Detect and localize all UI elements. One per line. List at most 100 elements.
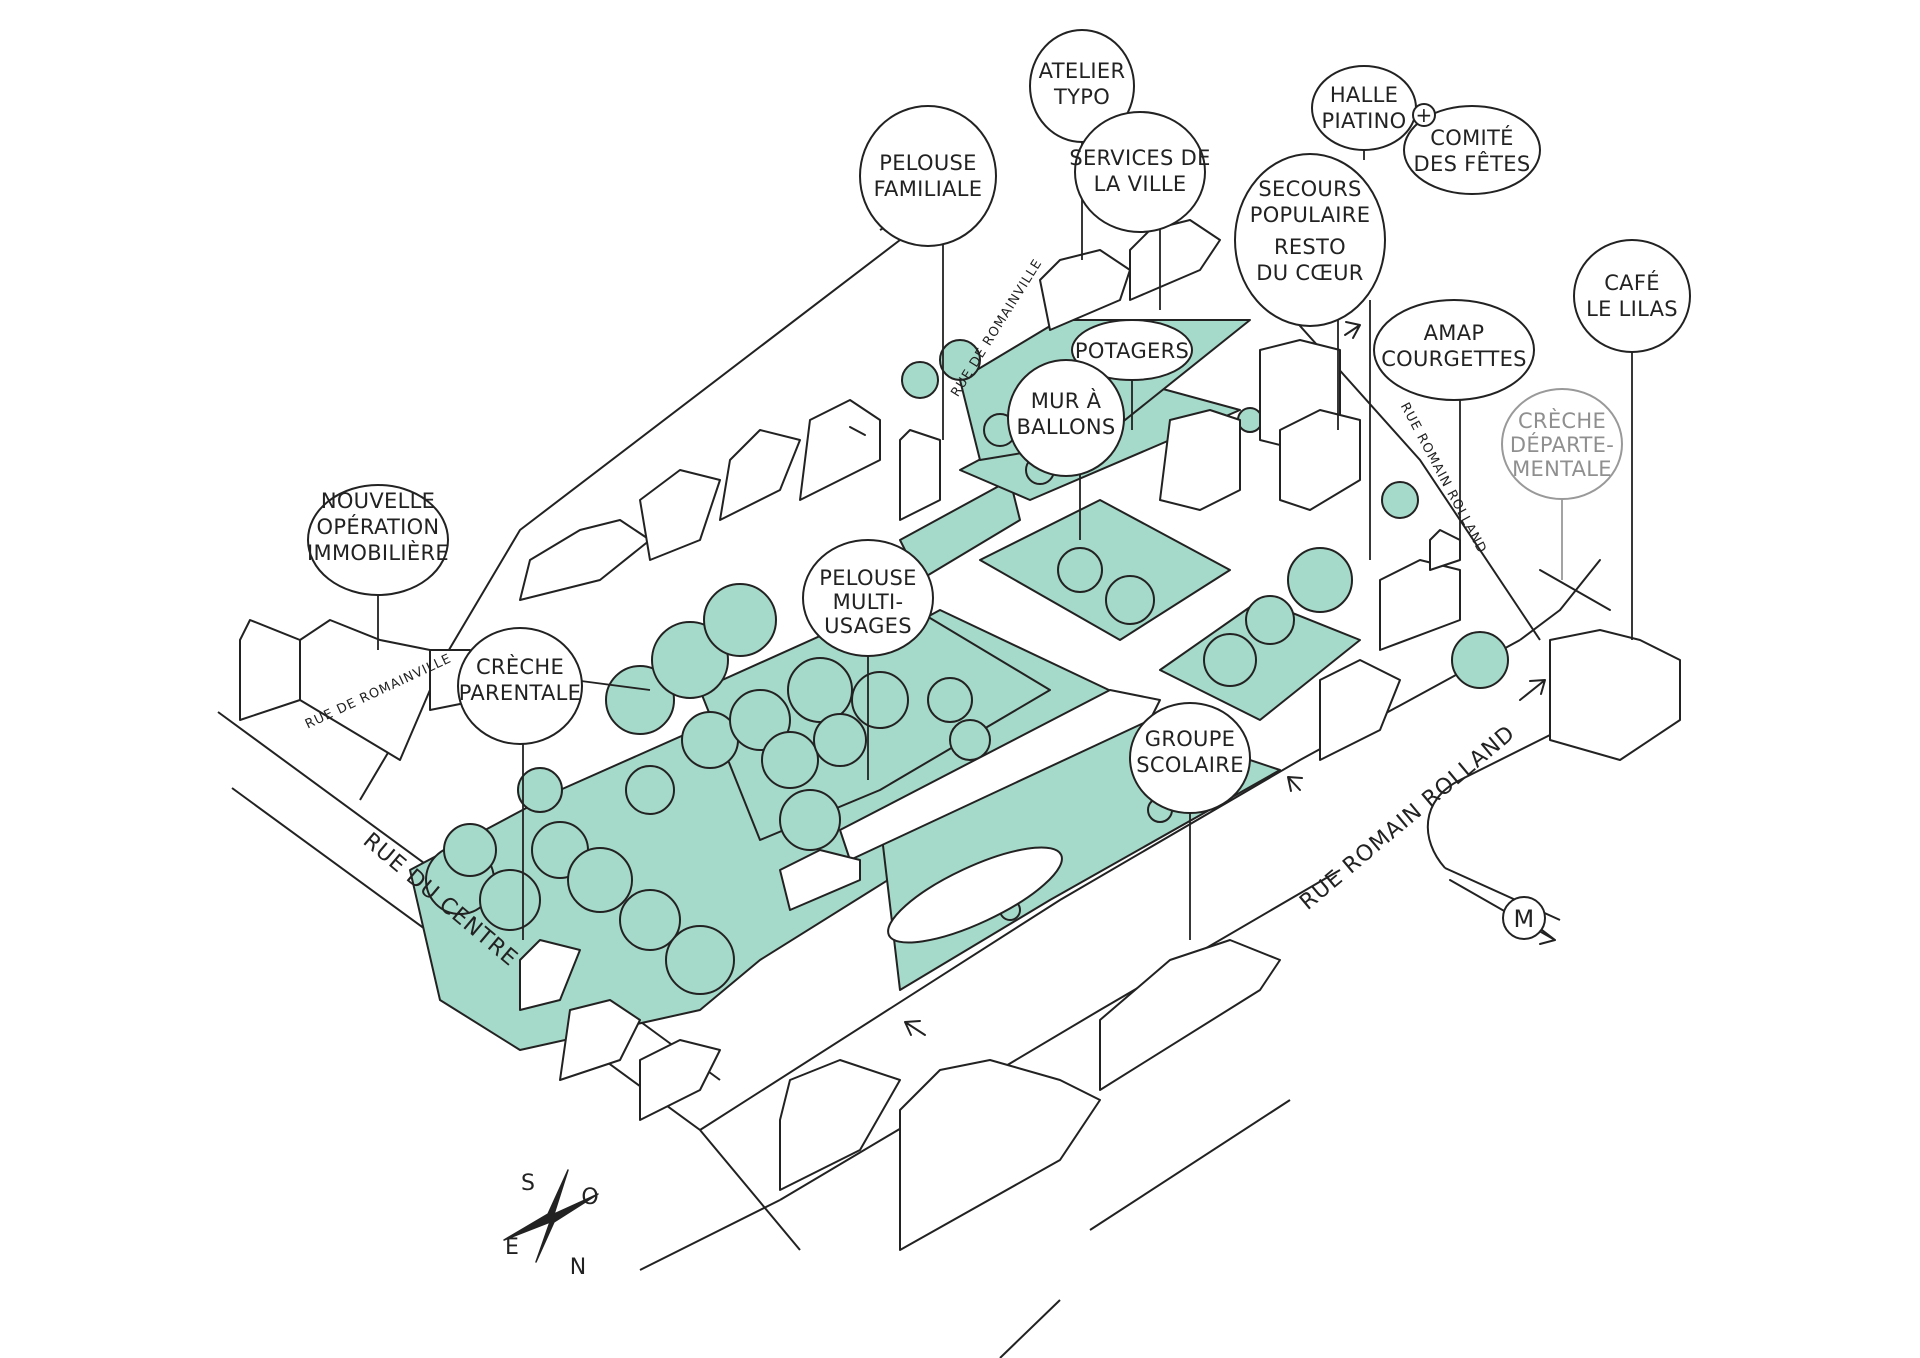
pelouse-multi-line2: MULTI- <box>833 590 904 614</box>
compass-s: S <box>521 1171 535 1196</box>
callout-groupe-scolaire: GROUPE SCOLAIRE <box>1129 702 1251 814</box>
services-ville-line1: SERVICES DE <box>1069 146 1210 170</box>
school-pool <box>887 846 1063 944</box>
building-east-row-2 <box>1379 559 1461 651</box>
building-mur-ballons <box>1159 409 1241 511</box>
callout-mur-ballons: MUR À BALLONS <box>1007 359 1125 477</box>
creche-parentale-line2: PARENTALE <box>459 681 582 705</box>
svg-text:LA VILLE: LA VILLE <box>1094 172 1187 196</box>
trees <box>425 339 1509 995</box>
compass-star-icon <box>503 1169 599 1263</box>
school-canopy <box>839 689 1161 861</box>
secours-resto-line1: SECOURS <box>1258 177 1361 201</box>
creche-dep-line3: MENTALE <box>1512 457 1612 481</box>
potagers-line1: POTAGERS <box>1075 339 1189 363</box>
svg-text:MENTALE: MENTALE <box>1512 457 1612 481</box>
callout-comite-fetes: COMITÉ DES FÊTES <box>1403 105 1541 195</box>
building-south-right <box>1099 939 1281 1091</box>
building-south-block <box>899 1059 1101 1251</box>
building-cafe-le-lilas <box>1549 629 1681 761</box>
callout-creche-departementale: CRÈCHE DÉPARTE- MENTALE <box>1501 388 1623 500</box>
plus-icon: + <box>1415 103 1432 127</box>
cafe-line1: CAFÉ <box>1604 270 1660 295</box>
pelouse-multi-line3: USAGES <box>824 614 912 638</box>
svg-text:SCOLAIRE: SCOLAIRE <box>1136 753 1244 777</box>
callout-halle-piatino: HALLE PIATINO <box>1311 65 1417 151</box>
callout-pelouse-familiale: PELOUSE FAMILIALE <box>859 105 997 247</box>
callout-secours-resto: SECOURS POPULAIRE RESTO DU CŒUR <box>1234 153 1386 327</box>
plus-connector: + <box>1412 103 1436 127</box>
secours-resto-line4: DU CŒUR <box>1256 261 1363 285</box>
svg-text:DU CŒUR: DU CŒUR <box>1256 261 1363 285</box>
building-north-row-2 <box>639 469 721 561</box>
building-resto-coeur <box>1279 409 1361 511</box>
pelouse-familiale-line1: PELOUSE <box>879 151 976 175</box>
svg-text:DÉPARTE-: DÉPARTE- <box>1510 432 1614 457</box>
nouvelle-operation-line3: IMMOBILIÈRE <box>307 540 449 565</box>
svg-text:TYPO: TYPO <box>1053 85 1110 109</box>
svg-text:GROUPE: GROUPE <box>1145 727 1236 751</box>
svg-text:PELOUSE: PELOUSE <box>879 151 976 175</box>
pelouse-familiale-line2: FAMILIALE <box>874 177 983 201</box>
svg-text:POPULAIRE: POPULAIRE <box>1250 203 1371 227</box>
callout-nouvelle-operation: NOUVELLE OPÉRATION IMMOBILIÈRE <box>307 484 449 596</box>
building-nouvelle-operation <box>299 619 431 761</box>
svg-text:LE LILAS: LE LILAS <box>1586 297 1678 321</box>
metro-marker: M <box>1502 896 1546 940</box>
svg-text:MUR À: MUR À <box>1031 388 1102 413</box>
compass-o: O <box>581 1185 598 1210</box>
nouvelle-operation-line2: OPÉRATION <box>317 514 440 539</box>
svg-text:PIATINO: PIATINO <box>1322 109 1407 133</box>
building-north-row-4 <box>799 399 881 501</box>
atelier-typo-line1: ATELIER <box>1039 59 1126 83</box>
svg-text:RESTO: RESTO <box>1274 235 1346 259</box>
compass-n: N <box>570 1255 586 1280</box>
callout-services-ville: SERVICES DE LA VILLE <box>1069 111 1210 233</box>
callout-amap: AMAP COURGETTES <box>1373 299 1535 401</box>
road-network <box>217 169 1561 1358</box>
arrows <box>849 321 1556 1036</box>
svg-text:CAFÉ: CAFÉ <box>1604 270 1660 295</box>
svg-text:NOUVELLE: NOUVELLE <box>321 489 435 513</box>
svg-text:USAGES: USAGES <box>824 614 912 638</box>
atelier-typo-line2: TYPO <box>1053 85 1110 109</box>
amap-line1: AMAP <box>1424 321 1485 345</box>
comite-fetes-line2: DES FÊTES <box>1414 151 1531 176</box>
mid-green <box>979 499 1231 641</box>
amap-line2: COURGETTES <box>1381 347 1527 371</box>
svg-text:POTAGERS: POTAGERS <box>1075 339 1189 363</box>
secours-resto-line3: RESTO <box>1274 235 1346 259</box>
groupe-scolaire-line2: SCOLAIRE <box>1136 753 1244 777</box>
building-south-row-3 <box>639 1039 721 1121</box>
building-groupe-scolaire <box>779 1059 901 1191</box>
svg-text:CRÈCHE: CRÈCHE <box>476 654 564 679</box>
building-services-ville <box>1039 249 1131 331</box>
buildings <box>239 219 1681 1251</box>
building-west-corner <box>239 619 301 721</box>
svg-text:ATELIER: ATELIER <box>1039 59 1126 83</box>
school-annex <box>779 849 861 911</box>
metro-label: M <box>1513 905 1534 933</box>
svg-text:OPÉRATION: OPÉRATION <box>317 514 440 539</box>
compass-rose: S O E N <box>503 1169 599 1280</box>
svg-text:PARENTALE: PARENTALE <box>459 681 582 705</box>
leader-lines <box>377 122 1633 940</box>
svg-text:PELOUSE: PELOUSE <box>819 566 916 590</box>
halle-piatino-line1: HALLE <box>1330 83 1398 107</box>
comite-fetes-line1: COMITÉ <box>1430 125 1513 150</box>
creche-dep-line2: DÉPARTE- <box>1510 432 1614 457</box>
building-east-row <box>1319 659 1401 761</box>
svg-text:SECOURS: SECOURS <box>1258 177 1361 201</box>
svg-text:AMAP: AMAP <box>1424 321 1485 345</box>
building-north-row-3 <box>719 429 801 521</box>
svg-text:COMITÉ: COMITÉ <box>1430 125 1513 150</box>
callout-pelouse-multi-usages: PELOUSE MULTI- USAGES <box>802 539 934 657</box>
building-pelouse-familiale <box>899 429 941 521</box>
mur-ballons-line2: BALLONS <box>1016 415 1115 439</box>
creche-parentale-line1: CRÈCHE <box>476 654 564 679</box>
nouvelle-operation-line1: NOUVELLE <box>321 489 435 513</box>
callout-atelier-typo: ATELIER TYPO <box>1029 29 1135 143</box>
cafe-line2: LE LILAS <box>1586 297 1678 321</box>
building-south-row-1 <box>519 939 581 1011</box>
